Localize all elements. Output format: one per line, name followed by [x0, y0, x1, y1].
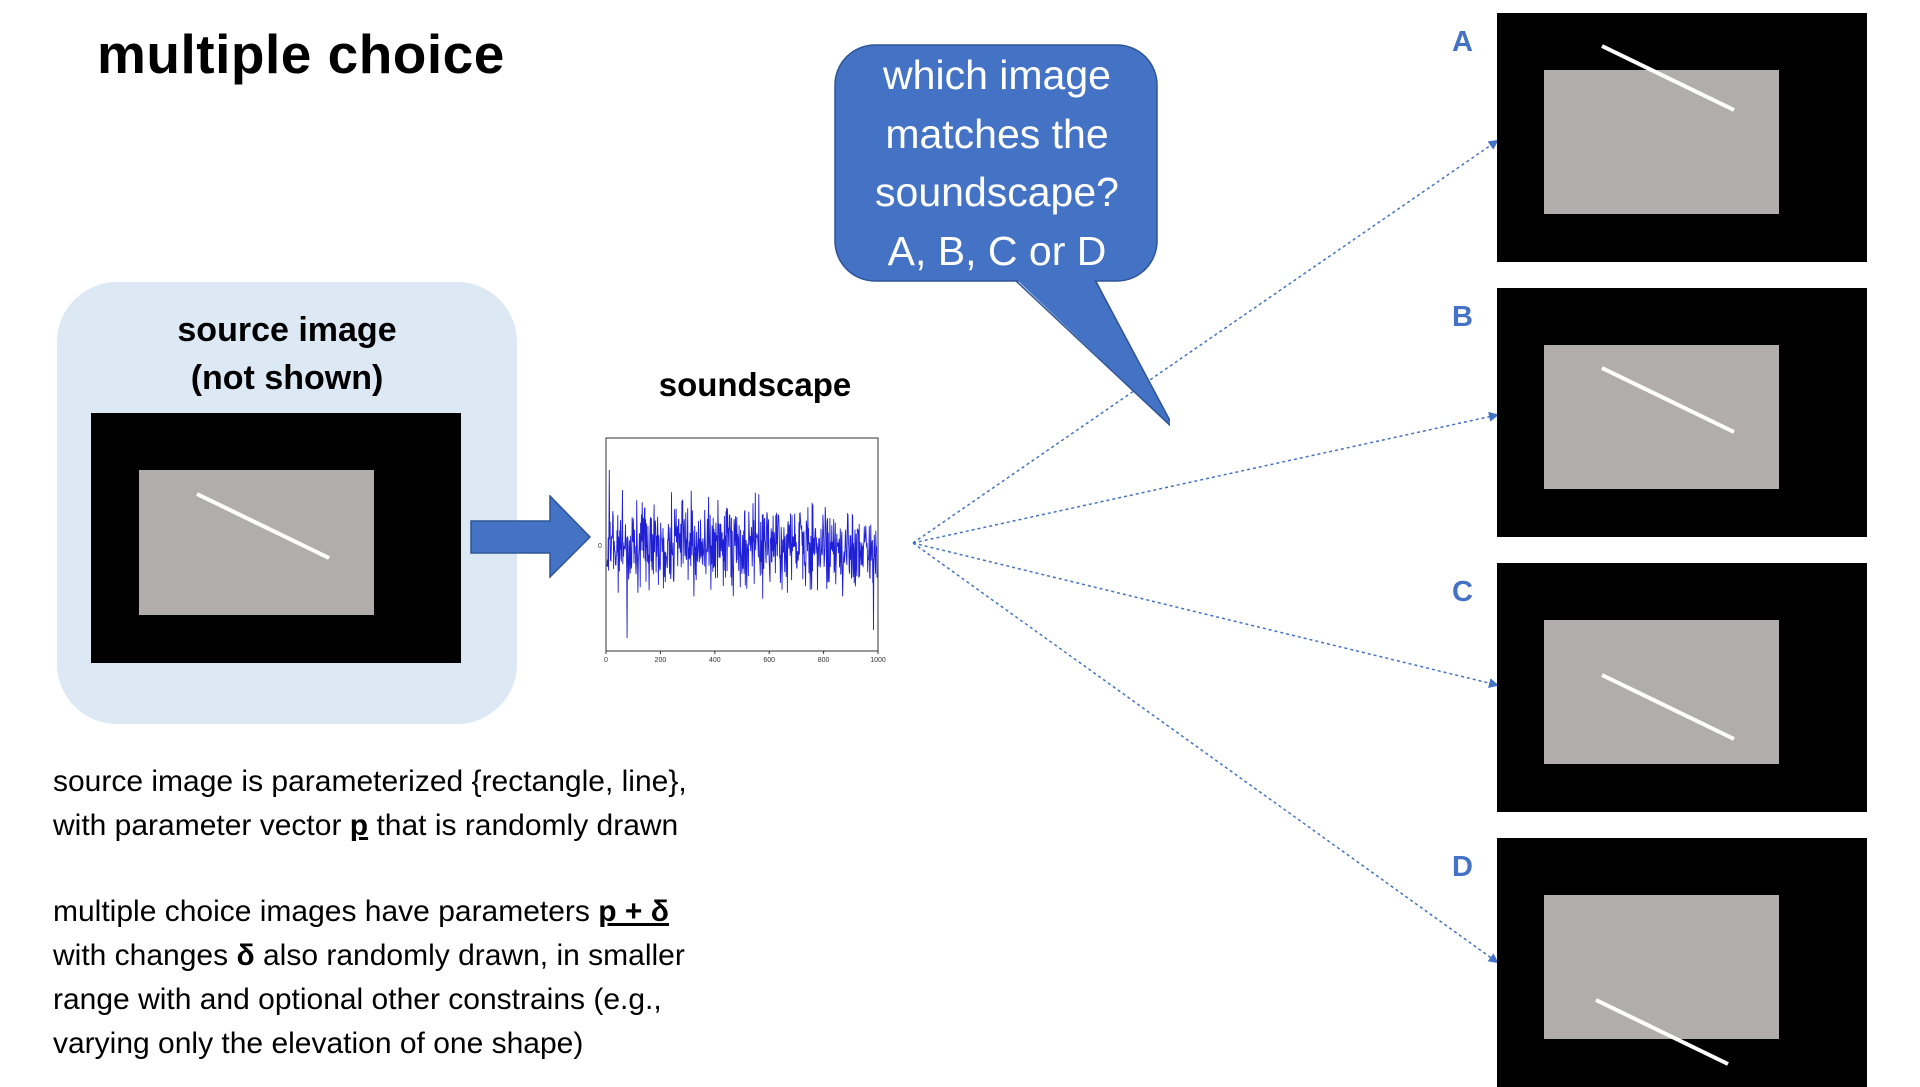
param-vector-p: p [349, 809, 369, 842]
option-d-line [1595, 998, 1729, 1066]
desc-p1-line2-post: that is randomly drawn [368, 809, 679, 842]
option-d-line-svg [1595, 998, 1729, 1066]
option-b-rectangle [1544, 345, 1779, 489]
arrow-to-option-a [912, 139, 1499, 544]
option-a-label: A [1452, 26, 1473, 58]
desc-p2-line4: varying only the elevation of one shape) [53, 1027, 584, 1060]
param-delta: δ [236, 939, 255, 972]
x-ticks: 0 200 400 600 800 1000 [604, 651, 886, 664]
source-image-line [196, 492, 330, 560]
source-label-line2: (not shown) [190, 359, 384, 397]
param-p-plus-delta: p + δ [598, 895, 669, 928]
source-image-line-svg [196, 492, 330, 560]
bubble-line3: soundscape? [875, 169, 1119, 215]
arrow-to-option-d [912, 542, 1499, 964]
right-arrow-icon [470, 495, 592, 579]
option-b-image[interactable] [1497, 288, 1867, 537]
option-a-image[interactable] [1497, 13, 1867, 262]
option-c-image[interactable] [1497, 563, 1867, 812]
option-c-line [1601, 673, 1735, 741]
option-b-label: B [1452, 301, 1473, 333]
option-c-rectangle [1544, 620, 1779, 764]
bubble-line1: which image [883, 52, 1111, 98]
source-label-line1: source image [177, 311, 397, 349]
option-a-line-svg [1601, 44, 1735, 112]
x-tick-label: 0 [604, 657, 608, 664]
soundscape-waveform [606, 469, 878, 639]
x-tick-label: 400 [709, 657, 721, 664]
source-image-rectangle [139, 470, 374, 615]
speech-bubble [834, 44, 1170, 427]
description-paragraph-1: source image is parameterized {rectangle… [53, 760, 813, 848]
option-a-line [1601, 44, 1735, 112]
desc-p2-line3: range with and optional other constrains… [53, 983, 662, 1016]
x-tick-label: 800 [818, 657, 830, 664]
page-title: multiple choice [97, 23, 505, 85]
desc-p1-line2: with parameter vector p that is randomly… [53, 804, 813, 848]
desc-p2-line1-pre: multiple choice images have parameters [53, 895, 599, 928]
option-b-line [1601, 366, 1735, 434]
desc-p2-line2-post: also randomly drawn, in smaller [254, 939, 685, 972]
soundscape-plot-svg: 0 0 200 400 600 800 1000 [598, 437, 886, 664]
option-b-line-svg [1601, 366, 1735, 434]
description-paragraph-2: multiple choice images have parameters p… [53, 890, 813, 1066]
option-d-image[interactable] [1497, 838, 1867, 1087]
arrow-to-option-c [912, 542, 1499, 688]
option-a-rectangle [1544, 44, 1779, 214]
bubble-question: which image matches the soundscape? A, B… [836, 46, 1158, 280]
desc-p2-line2-pre: with changes [53, 939, 237, 972]
x-tick-label: 600 [763, 657, 775, 664]
x-tick-label: 1000 [870, 657, 886, 664]
source-image-frame [91, 413, 461, 663]
y-tick-label: 0 [598, 543, 602, 550]
desc-p1-line1: source image is parameterized {rectangle… [53, 765, 687, 798]
bubble-line4: A, B, C or D [887, 227, 1107, 274]
x-tick-label: 200 [655, 657, 667, 664]
option-d-label: D [1452, 851, 1473, 883]
option-c-line-svg [1601, 673, 1735, 741]
arrow-to-option-b [912, 411, 1499, 544]
desc-p2-line2: with changes δ also randomly drawn, in s… [53, 934, 813, 978]
desc-p2-line1: multiple choice images have parameters p… [53, 890, 813, 934]
option-c-label: C [1452, 576, 1473, 608]
soundscape-plot: 0 0 200 400 600 800 1000 [596, 430, 896, 670]
option-d-rectangle [1544, 895, 1779, 1066]
desc-p1-line2-pre: with parameter vector [53, 809, 350, 842]
soundscape-label: soundscape [658, 366, 852, 403]
bubble-line2: matches the [885, 110, 1109, 157]
source-image-label: source image (not shown) [57, 306, 517, 402]
